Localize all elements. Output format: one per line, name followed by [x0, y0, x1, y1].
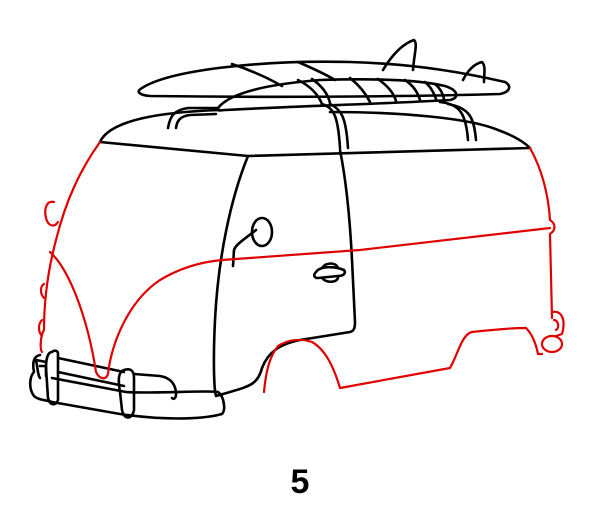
wheel-arches [262, 326, 544, 394]
roof-rack [166, 100, 478, 150]
body-outline [37, 140, 565, 394]
belt-line [220, 226, 552, 262]
step-number: 5 [290, 463, 310, 501]
side-mirror [231, 216, 274, 268]
surfboards [137, 38, 511, 112]
side-door [212, 148, 357, 398]
door-handle [312, 262, 347, 284]
front-bumper [28, 349, 226, 420]
tail-light [550, 310, 565, 338]
headlight [44, 200, 60, 227]
roof [98, 108, 532, 158]
